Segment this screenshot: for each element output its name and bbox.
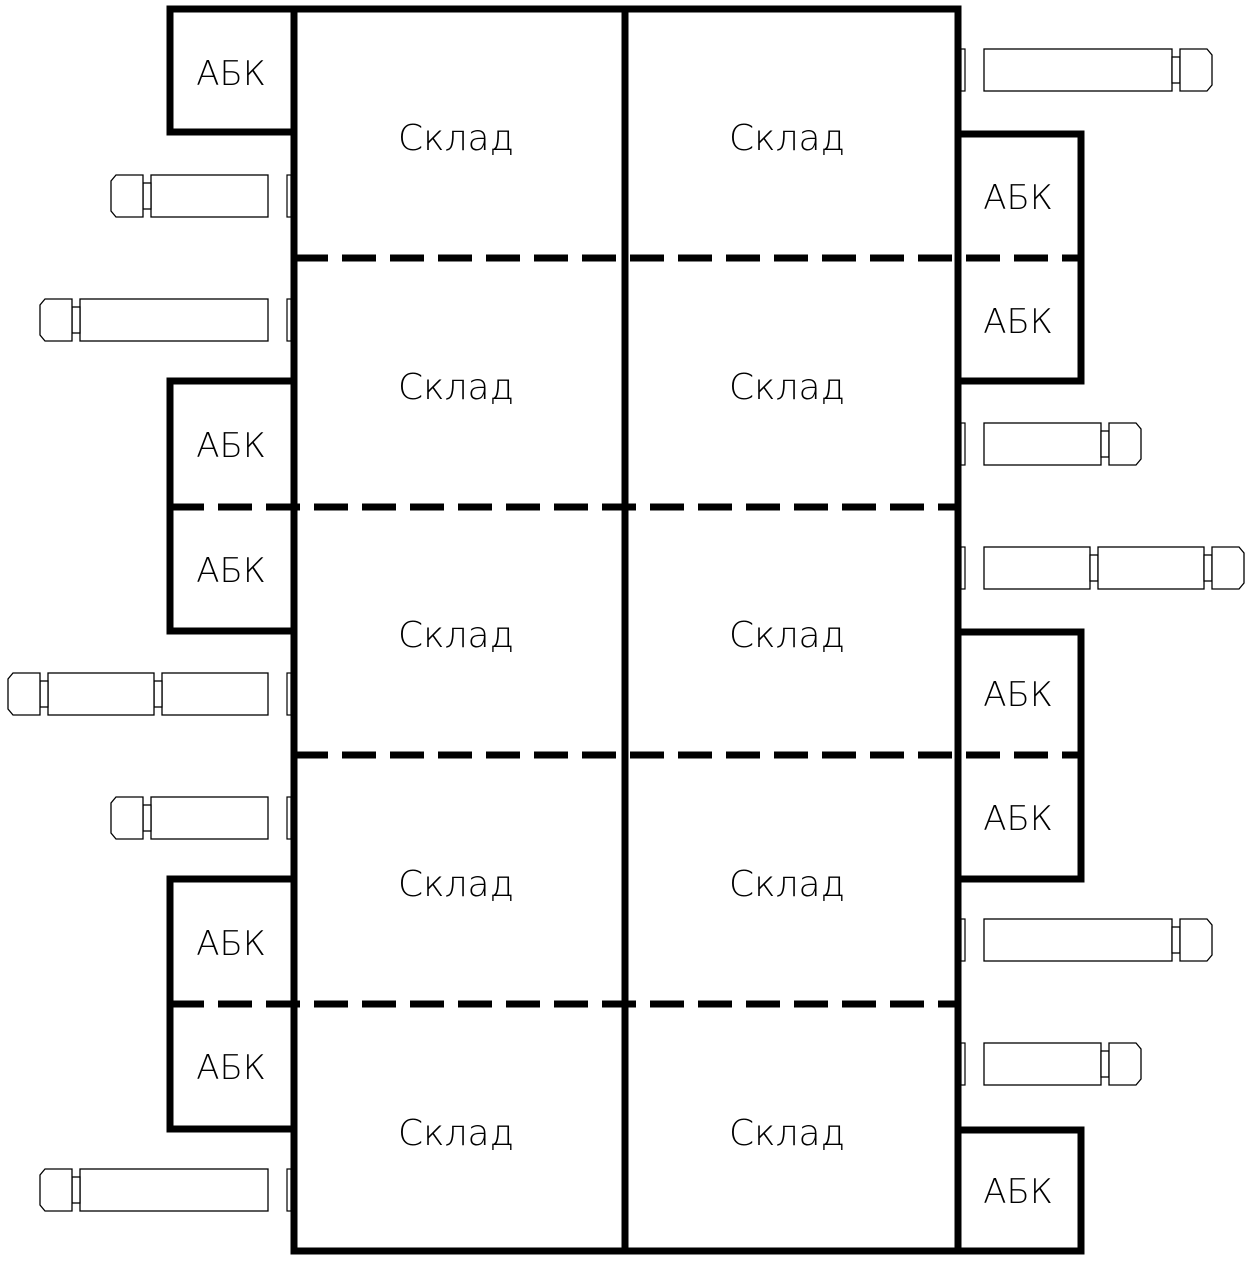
coupler-icon: [1100, 430, 1110, 458]
coupler-icon: [1089, 554, 1099, 582]
trailer-icon: [47, 672, 155, 716]
trailer-icon: [79, 1168, 269, 1212]
truck-right-4: [983, 918, 1213, 962]
abk-label-right-r1: АБК: [983, 178, 1053, 218]
trailer-icon: [1097, 546, 1205, 590]
warehouse-label-r1-c1: Склад: [398, 118, 514, 159]
dock-door-icon: [286, 1168, 292, 1212]
dock-door-icon: [286, 298, 292, 342]
warehouse-label-r5-c2: Склад: [729, 1113, 845, 1154]
truck-cab-icon: [110, 174, 144, 218]
trailer-icon: [983, 422, 1102, 466]
truck-cab-icon: [1179, 48, 1213, 92]
dock-door-icon: [960, 918, 966, 962]
warehouse-label-r4-c2: Склад: [729, 864, 845, 905]
truck-left-2: [39, 298, 269, 342]
warehouse-label-r3-c1: Склад: [398, 615, 514, 656]
truck-cab-icon: [1108, 1042, 1142, 1086]
trailer-icon: [983, 1042, 1102, 1086]
warehouse-label-r2-c2: Склад: [729, 367, 845, 408]
dock-door-icon: [960, 48, 966, 92]
coupler-icon: [71, 1176, 81, 1204]
abk-label-right-r5: АБК: [983, 1172, 1053, 1212]
dock-door-icon: [960, 546, 966, 590]
abk-label-left-r5: АБК: [196, 1048, 266, 1088]
truck-cab-icon: [7, 672, 41, 716]
abk-block-right-outline: [954, 1126, 1085, 1255]
coupler-icon: [1171, 926, 1181, 954]
abk-label-left-r2: АБК: [196, 426, 266, 466]
dock-door-icon: [960, 1042, 966, 1086]
abk-label-right-r2: АБК: [983, 302, 1053, 342]
coupler-icon: [142, 182, 152, 210]
truck-right-1: [983, 48, 1213, 92]
abk-block-left-outline: [166, 5, 298, 136]
warehouse-label-r5-c1: Склад: [398, 1113, 514, 1154]
trailer-icon: [983, 918, 1173, 962]
truck-cab-icon: [1108, 422, 1142, 466]
coupler-icon: [1100, 1050, 1110, 1078]
abk-label-right-r4: АБК: [983, 799, 1053, 839]
abk-label-left-r1: АБК: [196, 54, 266, 94]
truck-right-5: [983, 1042, 1142, 1086]
truck-right-2: [983, 422, 1142, 466]
building-walls: [166, 5, 1085, 1255]
truck-left-1: [110, 174, 269, 218]
dock-door-icon: [286, 796, 292, 840]
warehouse-label-r2-c1: Склад: [398, 367, 514, 408]
truck-left-3: [7, 672, 269, 716]
trailer-icon: [150, 174, 269, 218]
truck-cab-icon: [1179, 918, 1213, 962]
trailer-icon: [983, 546, 1091, 590]
abk-label-right-r3: АБК: [983, 675, 1053, 715]
trailer-icon: [79, 298, 269, 342]
truck-cab-icon: [1211, 546, 1245, 590]
abk-label-left-r3: АБК: [196, 551, 266, 591]
coupler-icon: [142, 804, 152, 832]
truck-cab-icon: [110, 796, 144, 840]
coupler-icon: [71, 306, 81, 334]
labels: Склад Склад Склад Склад Склад Склад Скла…: [196, 54, 1053, 1212]
dock-door-icon: [960, 422, 966, 466]
warehouse-label-r3-c2: Склад: [729, 615, 845, 656]
truck-cab-icon: [39, 298, 73, 342]
warehouse-label-r4-c1: Склад: [398, 864, 514, 905]
truck-cab-icon: [39, 1168, 73, 1212]
truck-left-4: [110, 796, 269, 840]
coupler-icon: [1171, 56, 1181, 84]
coupler-icon: [39, 680, 49, 708]
dock-doors: [286, 48, 966, 1212]
trailer-icon: [983, 48, 1173, 92]
coupler-icon: [1203, 554, 1213, 582]
trucks: [7, 48, 1245, 1212]
dock-door-icon: [286, 672, 292, 716]
trailer-icon: [161, 672, 269, 716]
dock-door-icon: [286, 174, 292, 218]
section-dividers: [170, 254, 1081, 1008]
abk-label-left-r4: АБК: [196, 924, 266, 964]
trailer-icon: [150, 796, 269, 840]
truck-right-3: [983, 546, 1245, 590]
truck-left-5: [39, 1168, 269, 1212]
warehouse-label-r1-c2: Склад: [729, 118, 845, 159]
coupler-icon: [153, 680, 163, 708]
